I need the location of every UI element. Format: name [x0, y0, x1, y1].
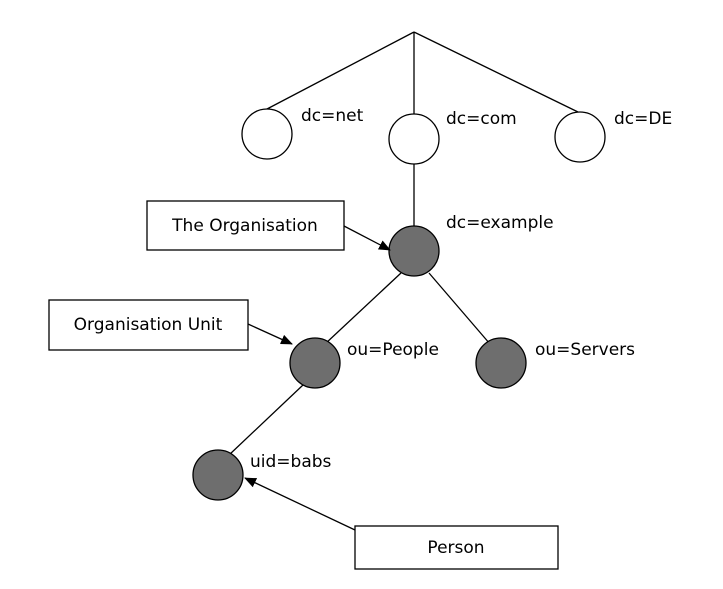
edge-root-de [413, 31, 579, 113]
node-dc-de [554, 111, 606, 163]
callout-label-organisation-unit: Organisation Unit [74, 315, 223, 335]
node-ou-servers [475, 337, 527, 389]
node-ou-people [289, 337, 341, 389]
node-dc-com [388, 113, 440, 165]
label-ou-servers: ou=Servers [535, 340, 635, 360]
node-uid-babs [192, 449, 244, 501]
node-dc-example [388, 225, 440, 277]
label-dc-net: dc=net [301, 106, 364, 126]
callout-box-organisation-unit [48, 299, 249, 351]
callout-label-person: Person [427, 538, 484, 558]
arrow-organisation-unit [247, 323, 293, 345]
label-ou-people: ou=People [347, 340, 439, 360]
arrow-organisation [343, 225, 391, 251]
callout-label-organisation: The Organisation [171, 216, 318, 236]
edge-example-people [324, 272, 402, 345]
edge-example-servers [428, 272, 491, 345]
arrow-person [244, 477, 356, 531]
callout-box-organisation [146, 200, 345, 251]
label-dc-de: dc=DE [614, 109, 672, 129]
node-dc-net [241, 108, 293, 160]
label-uid-babs: uid=babs [250, 452, 332, 472]
edge-root-net [266, 31, 415, 110]
callout-box-person [354, 525, 559, 570]
label-dc-example: dc=example [446, 213, 554, 233]
edge-people-babs [228, 384, 304, 456]
label-dc-com: dc=com [446, 109, 517, 129]
